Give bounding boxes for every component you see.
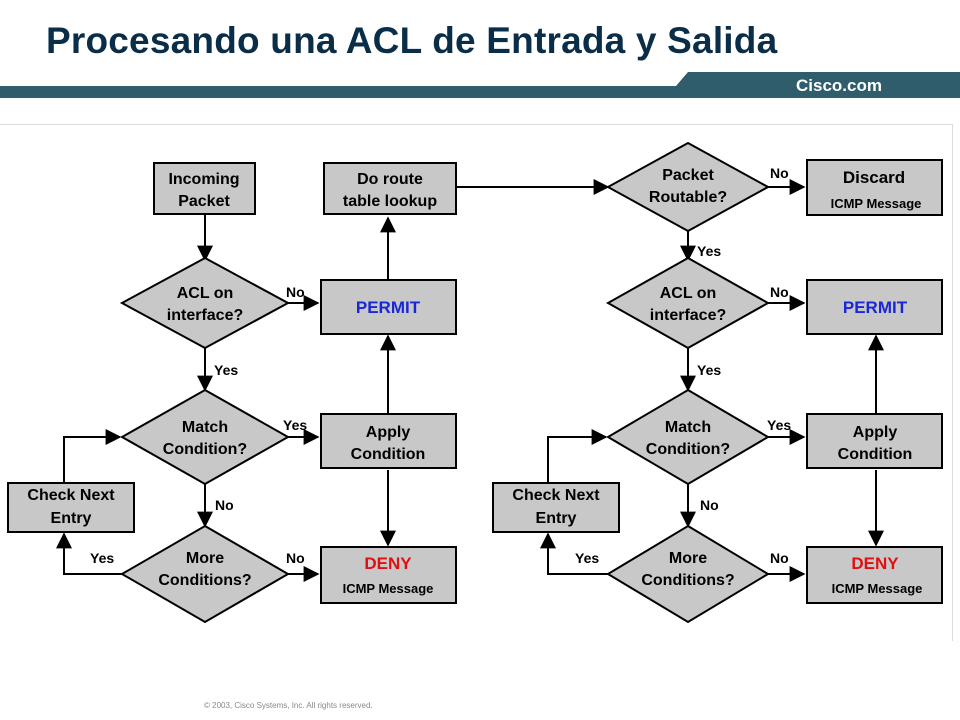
right-more-no-label: No: [770, 550, 789, 566]
left-edge-labels: No Yes Yes No No Yes: [90, 284, 307, 566]
right-acl-line1: ACL on: [660, 285, 717, 302]
right-edge-labels: No Yes No Yes Yes No No Yes: [575, 165, 791, 566]
copyright-notice: © 2003, Cisco Systems, Inc. All rights r…: [204, 701, 373, 710]
left-more-line1: More: [186, 550, 224, 567]
right-acl-line2: interface?: [650, 307, 726, 324]
right-deny-icmp: ICMP Message: [832, 581, 923, 596]
right-match-yes-label: Yes: [767, 417, 791, 433]
right-deny-box: DENY ICMP Message: [806, 546, 943, 604]
right-match-no-label: No: [700, 497, 719, 513]
left-apply-line1: Apply: [366, 424, 411, 441]
right-check-next-line1: Check Next: [512, 487, 600, 504]
right-check-next-line2: Entry: [536, 510, 577, 527]
cisco-brand: Cisco.com: [796, 76, 882, 95]
route-lookup-line2: table lookup: [343, 193, 437, 210]
left-match-no-label: No: [215, 497, 234, 513]
right-apply-box: Apply Condition: [806, 413, 943, 469]
left-check-next-box: Check Next Entry: [7, 482, 135, 533]
right-acl-decision: ACL on interface?: [605, 256, 771, 350]
right-match-line2: Condition?: [646, 441, 730, 458]
left-apply-line2: Condition: [351, 446, 426, 463]
right-permit-label: PERMIT: [843, 298, 908, 317]
left-connectors: [56, 179, 610, 582]
left-acl-no-label: No: [286, 284, 305, 300]
left-more-yes-label: Yes: [90, 550, 114, 566]
left-deny-icmp: ICMP Message: [343, 581, 434, 596]
routable-no-label: No: [770, 165, 789, 181]
right-connectors: [540, 179, 884, 582]
left-more-decision: More Conditions?: [120, 524, 290, 624]
brand-bar: [0, 72, 960, 98]
left-acl-line2: interface?: [167, 307, 243, 324]
right-more-decision: More Conditions?: [606, 524, 770, 624]
packet-routable-line1: Packet: [662, 167, 714, 184]
packet-routable-decision: Packet Routable?: [605, 141, 771, 233]
left-more-no-label: No: [286, 550, 305, 566]
incoming-packet-line2: Packet: [178, 193, 230, 210]
right-deny-label: DENY: [851, 554, 899, 573]
left-permit-label: PERMIT: [356, 298, 421, 317]
right-apply-line2: Condition: [838, 446, 913, 463]
incoming-packet-box: Incoming Packet: [153, 162, 256, 215]
left-apply-box: Apply Condition: [320, 413, 457, 469]
left-more-line2: Conditions?: [158, 572, 251, 589]
left-match-decision: Match Condition?: [119, 388, 291, 486]
diagram-area: [0, 124, 953, 641]
slide-title: Procesando una ACL de Entrada y Salida: [46, 20, 778, 61]
route-lookup-box: Do route table lookup: [323, 162, 457, 215]
left-acl-line1: ACL on: [177, 285, 234, 302]
left-acl-decision: ACL on interface?: [119, 256, 291, 350]
routable-yes-label: Yes: [697, 243, 721, 259]
right-match-decision: Match Condition?: [606, 388, 770, 486]
route-lookup-line1: Do route: [357, 171, 423, 188]
left-check-next-line1: Check Next: [27, 487, 115, 504]
discard-box: Discard ICMP Message: [806, 159, 943, 216]
right-more-line1: More: [669, 550, 707, 567]
right-permit-box: PERMIT: [806, 279, 943, 335]
discard-icmp: ICMP Message: [831, 196, 922, 211]
left-match-line2: Condition?: [163, 441, 247, 458]
right-more-line2: Conditions?: [641, 572, 734, 589]
left-deny-box: DENY ICMP Message: [320, 546, 457, 604]
right-acl-yes-label: Yes: [697, 362, 721, 378]
right-match-line1: Match: [665, 419, 711, 436]
left-match-yes-label: Yes: [283, 417, 307, 433]
right-more-yes-label: Yes: [575, 550, 599, 566]
left-permit-box: PERMIT: [320, 279, 457, 335]
left-match-line1: Match: [182, 419, 228, 436]
left-check-next-line2: Entry: [51, 510, 92, 527]
right-apply-line1: Apply: [853, 424, 898, 441]
discard-label: Discard: [843, 168, 905, 187]
packet-routable-line2: Routable?: [649, 189, 727, 206]
right-acl-no-label: No: [770, 284, 789, 300]
right-check-next-box: Check Next Entry: [492, 482, 620, 533]
left-deny-label: DENY: [364, 554, 412, 573]
incoming-packet-line1: Incoming: [168, 171, 239, 188]
left-acl-yes-label: Yes: [214, 362, 238, 378]
